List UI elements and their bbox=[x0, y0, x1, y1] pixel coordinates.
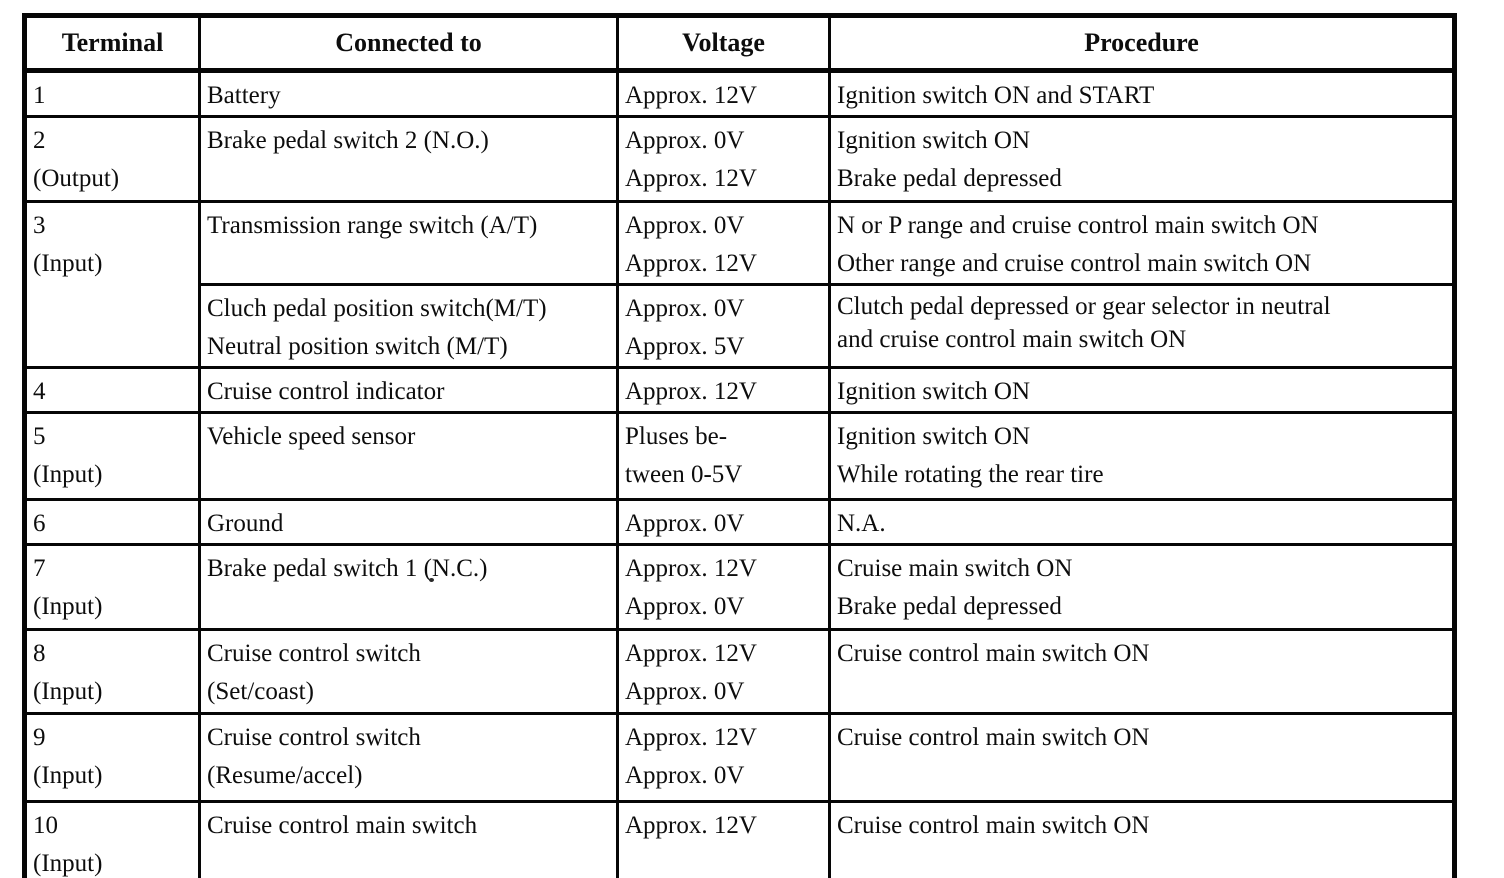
cell-terminal: 3 (Input) bbox=[23, 200, 201, 369]
cell-connected-to: Cruise control main switch bbox=[198, 800, 619, 878]
terminal-direction: (Input) bbox=[33, 461, 103, 488]
cell-terminal: 2 (Output) bbox=[23, 115, 201, 203]
terminal-direction: (Input) bbox=[33, 850, 103, 877]
cell-procedure: N.A. bbox=[828, 498, 1456, 546]
scan-artifact-dot bbox=[429, 578, 434, 582]
table-row: 3 (Input) Transmission range switch (A/T… bbox=[23, 200, 1456, 369]
cell-connected-to: Transmission range switch (A/T) bbox=[198, 200, 619, 286]
header-procedure: Procedure bbox=[828, 14, 1456, 73]
table-header-row: Terminal Connected to Voltage Procedure bbox=[23, 14, 1456, 73]
cell-voltage: Approx. 0V Approx. 12V bbox=[616, 115, 831, 203]
header-connected-to: Connected to bbox=[198, 14, 619, 73]
cell-terminal: 7 (Input) bbox=[23, 543, 201, 631]
cell-voltage: Approx. 12V Approx. 0V bbox=[616, 543, 831, 631]
cell-terminal: 6 bbox=[23, 498, 201, 546]
cell-connected-to: Cruise control switch (Set/coast) bbox=[198, 628, 619, 715]
cell-procedure: Ignition switch ON bbox=[828, 366, 1456, 414]
cell-voltage: Approx. 0V Approx. 5V bbox=[616, 283, 831, 369]
cell-procedure: Ignition switch ON While rotating the re… bbox=[828, 411, 1456, 501]
cell-connected-to: Brake pedal switch 2 (N.O.) bbox=[198, 115, 619, 203]
terminal-number: 4 bbox=[33, 378, 46, 405]
terminal-number: 2 bbox=[33, 127, 46, 154]
cell-procedure: Ignition switch ON and START bbox=[828, 69, 1456, 118]
terminal-number: 10 bbox=[33, 812, 58, 839]
cell-voltage: Approx. 0V Approx. 12V bbox=[616, 200, 831, 286]
table-row: 8 (Input) Cruise control switch (Set/coa… bbox=[23, 628, 1456, 715]
terminal-direction: (Input) bbox=[33, 678, 103, 705]
cell-procedure: Cruise control main switch ON bbox=[828, 712, 1456, 803]
terminal-number: 9 bbox=[33, 724, 46, 751]
terminal-number: 5 bbox=[33, 423, 46, 450]
table-row: 6 Ground Approx. 0V N.A. bbox=[23, 498, 1456, 546]
cell-voltage: Approx. 12V Approx. 0V bbox=[616, 628, 831, 715]
cell-connected-to: Vehicle speed sensor bbox=[198, 411, 619, 501]
cell-voltage: Approx. 12V bbox=[616, 366, 831, 414]
table-row: 5 (Input) Vehicle speed sensor Pluses be… bbox=[23, 411, 1456, 501]
table-row: Cluch pedal position switch(M/T) Neutral… bbox=[25, 283, 1456, 369]
terminal-direction: (Output) bbox=[33, 165, 120, 192]
cell-voltage: Approx. 12V bbox=[616, 800, 831, 878]
cell-procedure: Cruise control main switch ON bbox=[828, 628, 1456, 715]
terminal-voltage-table: Terminal Connected to Voltage Procedure … bbox=[22, 13, 1457, 878]
cell-connected-to: Cluch pedal position switch(M/T) Neutral… bbox=[198, 283, 619, 369]
cell-terminal: 5 (Input) bbox=[23, 411, 201, 501]
header-voltage: Voltage bbox=[616, 14, 831, 73]
table-row: 9 (Input) Cruise control switch (Resume/… bbox=[23, 712, 1456, 803]
terminal-direction: (Input) bbox=[33, 593, 103, 620]
table-row: 1 Battery Approx. 12V Ignition switch ON… bbox=[23, 69, 1456, 118]
table-row: 2 (Output) Brake pedal switch 2 (N.O.) A… bbox=[23, 115, 1456, 203]
cell-procedure: N or P range and cruise control main swi… bbox=[828, 200, 1456, 286]
cell-procedure: Ignition switch ON Brake pedal depressed bbox=[828, 115, 1456, 203]
cell-connected-to: Cruise control indicator bbox=[198, 366, 619, 414]
table-row: 7 (Input) Brake pedal switch 1 (N.C.) Ap… bbox=[23, 543, 1456, 631]
cell-connected-to: Ground bbox=[198, 498, 619, 546]
terminal-number: 6 bbox=[33, 510, 46, 537]
cell-terminal: 9 (Input) bbox=[23, 712, 201, 803]
cell-procedure: Cruise control main switch ON bbox=[828, 800, 1456, 878]
terminal-direction: (Input) bbox=[33, 762, 103, 789]
cell-voltage: Approx. 12V bbox=[616, 69, 831, 118]
terminal-number: 1 bbox=[33, 82, 46, 109]
terminal-number: 8 bbox=[33, 640, 46, 667]
table-row: 4 Cruise control indicator Approx. 12V I… bbox=[23, 366, 1456, 414]
cell-terminal: 10 (Input) bbox=[23, 800, 201, 878]
cell-voltage: Approx. 0V bbox=[616, 498, 831, 546]
cell-connected-to: Brake pedal switch 1 (N.C.) bbox=[198, 543, 619, 631]
cell-procedure: Cruise main switch ON Brake pedal depres… bbox=[828, 543, 1456, 631]
cell-connected-to: Cruise control switch (Resume/accel) bbox=[198, 712, 619, 803]
cell-terminal: 8 (Input) bbox=[23, 628, 201, 715]
cell-voltage: Pluses be- tween 0-5V bbox=[616, 411, 831, 501]
header-terminal: Terminal bbox=[23, 14, 201, 73]
cell-procedure: Clutch pedal depressed or gear selector … bbox=[828, 283, 1456, 369]
table-row: 10 (Input) Cruise control main switch Ap… bbox=[23, 800, 1456, 878]
terminal-number: 7 bbox=[33, 555, 46, 582]
cell-terminal: 1 bbox=[23, 69, 201, 118]
cell-voltage: Approx. 12V Approx. 0V bbox=[616, 712, 831, 803]
terminal-number: 3 bbox=[33, 212, 46, 239]
cell-terminal: 4 bbox=[23, 366, 201, 414]
cell-connected-to: Battery bbox=[198, 69, 619, 118]
terminal-direction: (Input) bbox=[33, 250, 103, 277]
